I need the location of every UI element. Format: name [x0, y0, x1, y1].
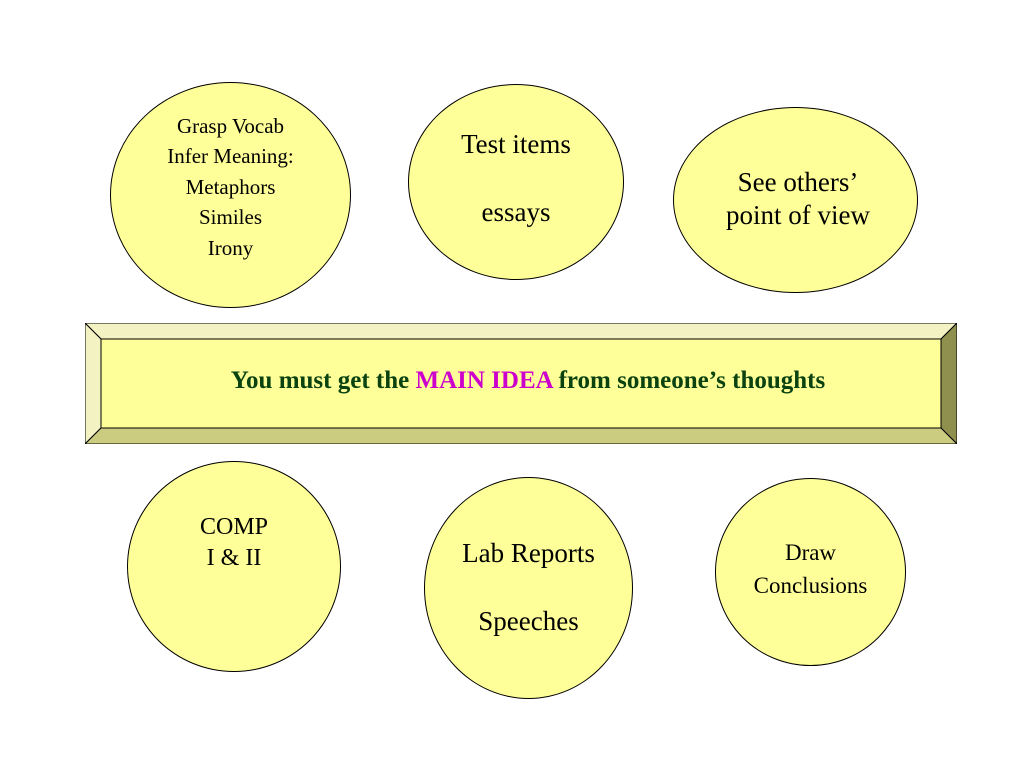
bubble-conclusions: Draw Conclusions — [715, 478, 906, 666]
bubble-line: Conclusions — [753, 572, 868, 598]
bubble-line: Infer Meaning: — [167, 144, 294, 169]
banner-text: You must get the MAIN IDEA from someone’… — [85, 367, 957, 395]
bubble-line: point of view — [726, 200, 870, 230]
bubble-line: Similes — [198, 205, 262, 230]
main-idea-banner: You must get the MAIN IDEA from someone’… — [85, 323, 957, 444]
bubble-point-of-view: See others’ point of view — [673, 107, 918, 293]
main-idea-highlight: MAIN IDEA — [415, 367, 553, 394]
bubble-line: Draw — [784, 539, 837, 565]
bubble-line: See others’ — [737, 167, 859, 197]
banner-text-after: from someone’s thoughts — [558, 367, 826, 394]
bubble-test-items: Test items essays — [408, 84, 624, 280]
bubble-line: COMP — [199, 514, 269, 540]
bubble-comp: COMP I & II — [127, 461, 341, 672]
bubble-line: Test items — [461, 128, 571, 159]
banner-bevel — [85, 323, 957, 444]
bubble-line: Irony — [207, 235, 254, 260]
bubble-line: I & II — [206, 545, 262, 571]
bubble-line: Lab Reports — [462, 537, 595, 568]
bubble-lab-reports: Lab Reports Speeches — [424, 477, 633, 699]
banner-text-before: You must get the — [230, 367, 410, 394]
bubble-line: essays — [481, 196, 551, 227]
bubble-line: Grasp Vocab — [176, 113, 285, 138]
bubble-line: Speeches — [478, 605, 579, 636]
bubble-line: Metaphors — [185, 174, 276, 199]
bubble-vocab: Grasp Vocab Infer Meaning: Metaphors Sim… — [110, 82, 351, 308]
